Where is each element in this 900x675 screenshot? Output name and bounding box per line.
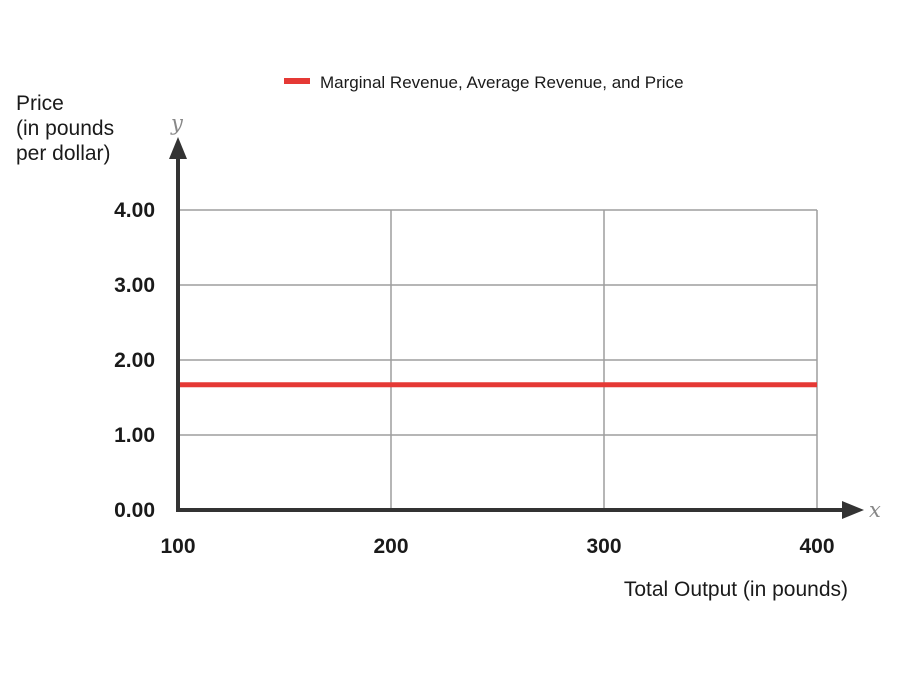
x-tick-label: 200 (373, 535, 408, 558)
y-axis-label: Price (in pounds per dollar) (16, 92, 114, 165)
axes (169, 137, 864, 519)
y-tick-label: 3.00 (114, 274, 155, 297)
x-axis-arrowhead (842, 501, 864, 519)
legend-swatch (284, 78, 310, 84)
x-axis-label: Total Output (in pounds) (624, 578, 848, 601)
x-tick-label: 100 (160, 535, 195, 558)
x-tick-label: 300 (586, 535, 621, 558)
y-axis-symbol: y (170, 111, 184, 135)
x-tick-label: 400 (799, 535, 834, 558)
y-tick-labels: 0.00 1.00 2.00 3.00 4.00 (114, 199, 155, 522)
y-tick-label: 0.00 (114, 499, 155, 522)
grid (178, 209, 818, 510)
y-tick-label: 1.00 (114, 424, 155, 447)
x-axis-symbol: x (869, 498, 881, 522)
legend: Marginal Revenue, Average Revenue, and P… (284, 73, 684, 92)
y-axis-label-line: (in pounds (16, 117, 114, 140)
y-axis-arrowhead (169, 137, 187, 159)
y-tick-label: 4.00 (114, 199, 155, 222)
y-axis-label-line: Price (16, 92, 64, 115)
x-tick-labels: 100 200 300 400 (160, 535, 834, 558)
y-axis-label-line: per dollar) (16, 142, 111, 165)
legend-label: Marginal Revenue, Average Revenue, and P… (320, 73, 684, 92)
y-tick-label: 2.00 (114, 349, 155, 372)
